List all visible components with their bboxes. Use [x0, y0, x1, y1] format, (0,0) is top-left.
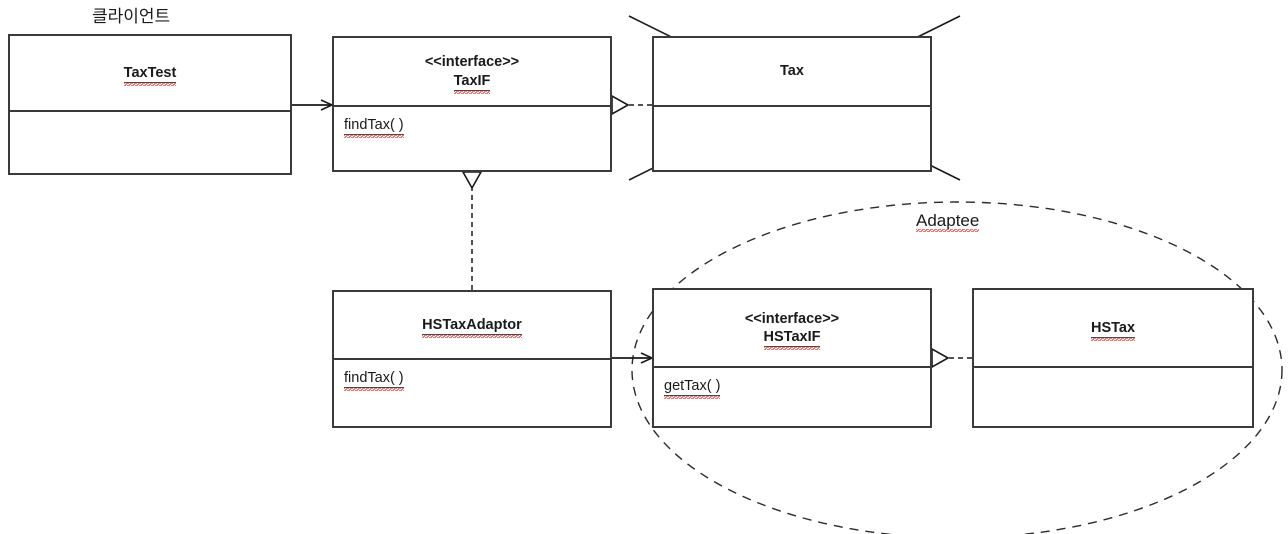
label-adaptee-text: Adaptee	[916, 211, 980, 232]
class-header-hstaxif: <<interface>> HSTaxIF	[654, 290, 930, 368]
class-members-taxif: findTax( )	[334, 103, 610, 170]
method-name-hstaxif-gettax: getTax( )	[664, 378, 721, 400]
class-stereotype-taxif: <<interface>>	[424, 54, 520, 71]
class-name-hstaxadaptor-wrap: HSTaxAdaptor	[422, 316, 522, 339]
class-members-tax	[654, 103, 930, 170]
class-name-taxif: TaxIF	[453, 72, 491, 94]
method-row-hstaxif-gettax: getTax( )	[664, 378, 920, 400]
class-name-hstaxif: HSTaxIF	[763, 329, 821, 351]
class-box-tax[interactable]: Tax	[652, 36, 932, 172]
class-name-tax-wrap: Tax	[780, 62, 804, 80]
class-name-tax: Tax	[780, 63, 804, 80]
class-name-hstaxadaptor: HSTaxAdaptor	[422, 316, 522, 339]
class-members-hstax	[974, 364, 1252, 426]
class-name-hstax-wrap: HSTax	[1090, 319, 1136, 342]
class-header-hstax: HSTax	[974, 290, 1252, 368]
class-box-hstax[interactable]: HSTax	[972, 288, 1254, 428]
class-members-taxtest	[10, 110, 290, 173]
label-adaptee: Adaptee	[916, 211, 980, 232]
label-client: 클라이언트	[92, 8, 170, 25]
class-header-taxtest: TaxTest	[10, 36, 290, 112]
label-client-text: 클라이언트	[92, 7, 171, 26]
class-stereotype-hstaxif: <<interface>>	[744, 310, 840, 327]
class-box-hstaxif[interactable]: <<interface>> HSTaxIF getTax( )	[652, 288, 932, 428]
class-name-hstaxif-wrap: HSTaxIF	[763, 328, 821, 351]
method-name-taxif-findtax: findTax( )	[344, 117, 404, 139]
class-box-taxif[interactable]: <<interface>> TaxIF findTax( )	[332, 36, 612, 172]
class-members-hstaxadaptor: findTax( )	[334, 356, 610, 426]
class-name-taxtest-wrap: TaxTest	[123, 64, 177, 87]
class-name-taxtest: TaxTest	[123, 64, 177, 87]
class-box-taxtest[interactable]: TaxTest	[8, 34, 292, 175]
class-header-tax: Tax	[654, 38, 930, 107]
method-row-taxif-findtax: findTax( )	[344, 117, 600, 139]
method-name-hstaxadaptor-findtax: findTax( )	[344, 370, 404, 392]
class-box-hstaxadaptor[interactable]: HSTaxAdaptor findTax( )	[332, 290, 612, 428]
class-name-hstax: HSTax	[1090, 319, 1136, 342]
class-header-taxif: <<interface>> TaxIF	[334, 38, 610, 107]
class-name-taxif-wrap: TaxIF	[453, 72, 491, 94]
method-row-hstaxadaptor-findtax: findTax( )	[344, 370, 600, 392]
class-header-hstaxadaptor: HSTaxAdaptor	[334, 292, 610, 360]
class-members-hstaxif: getTax( )	[654, 364, 930, 426]
